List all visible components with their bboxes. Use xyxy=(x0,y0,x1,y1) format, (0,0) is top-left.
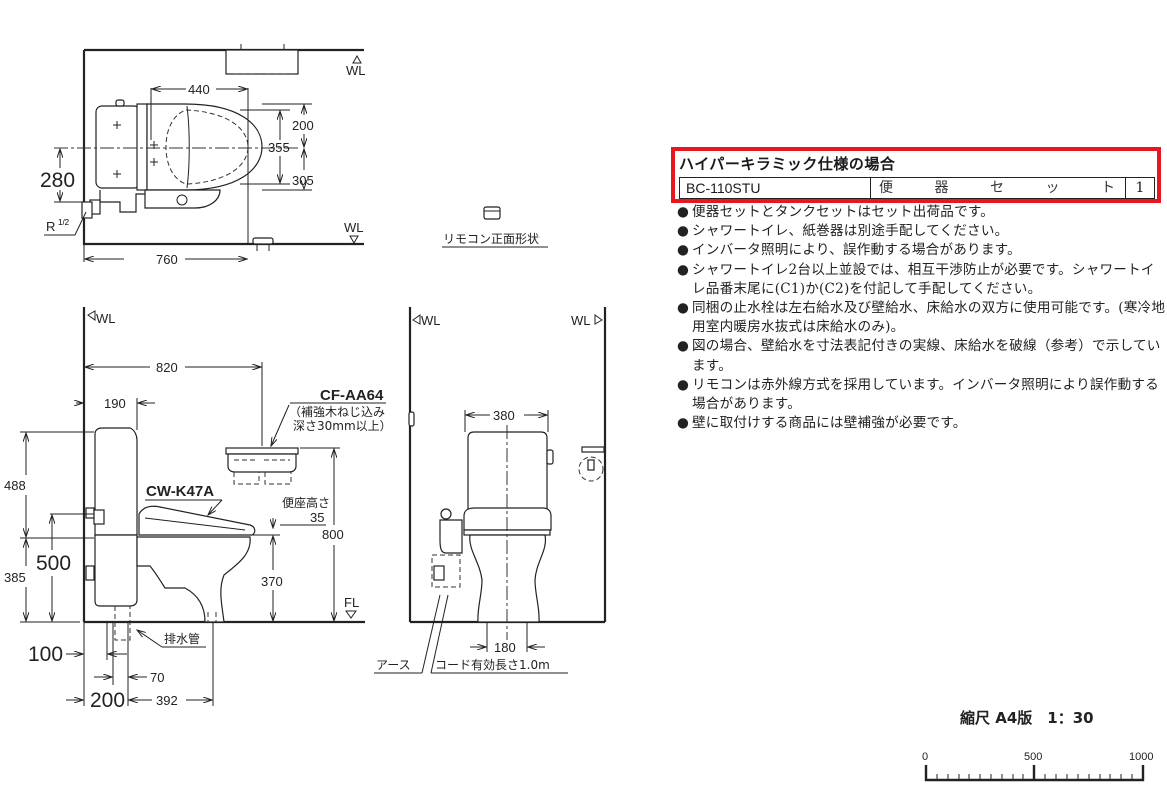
dim-355: 355 xyxy=(268,140,290,155)
dim-190: 190 xyxy=(104,396,126,411)
paper-holder-note-2: 深さ30mm以上） xyxy=(293,419,392,433)
note-item: ●図の場合、壁給水を寸法表記付きの実線、床給水を破線（参考）で示しています。 xyxy=(677,338,1161,374)
bullet-icon: ● xyxy=(677,300,690,317)
spec-name-char: ッ xyxy=(1045,180,1060,196)
spec-name-char: ト xyxy=(1101,180,1115,196)
bullet-icon: ● xyxy=(677,338,690,355)
drain-label: 排水管 xyxy=(164,631,200,646)
spec-box: ハイパーキラミック仕様の場合 BC-110STU 便 器 セ ッ ト 1 xyxy=(671,147,1161,203)
spec-model: BC-110STU xyxy=(680,178,871,198)
dim-200: 200 xyxy=(292,118,314,133)
dim-370: 370 xyxy=(261,574,283,589)
front-wl-right: WL xyxy=(571,313,591,328)
side-fl: FL xyxy=(344,595,359,610)
side-view: WL FL 820 190 CF-AA64 （補強木ねじ込み xyxy=(4,307,392,712)
side-wl: WL xyxy=(96,311,116,326)
bullet-icon: ● xyxy=(677,242,690,259)
bullet-icon: ● xyxy=(677,204,690,220)
earth-label: アース xyxy=(376,658,411,672)
plan-wl-bottom: WL xyxy=(344,220,364,235)
dim-380: 380 xyxy=(493,408,515,423)
bullet-icon: ● xyxy=(677,261,690,278)
note-item: ●壁に取付けする商品には壁補強が必要です。 xyxy=(677,414,1167,433)
front-view: WL WL 380 180 アース xyxy=(374,307,607,674)
scale-bar: 0 500 1000 xyxy=(922,751,1153,782)
dim-500: 500 xyxy=(36,552,71,575)
spec-table: BC-110STU 便 器 セ ッ ト 1 xyxy=(679,177,1155,199)
dim-440: 440 xyxy=(188,82,210,97)
seat-model: CW-K47A xyxy=(146,483,214,500)
plan-wl-top: WL xyxy=(346,63,366,78)
scale-tick-1000: 1000 xyxy=(1129,751,1153,763)
scale-tick-0: 0 xyxy=(922,751,928,763)
paper-holder-model: CF-AA64 xyxy=(320,387,384,404)
remote-label: リモコン正面形状 xyxy=(443,232,539,246)
scale-title: 縮尺 A4版 1：30 xyxy=(960,709,1094,727)
spec-name-char: 器 xyxy=(934,180,949,196)
dim-800: 800 xyxy=(322,527,344,542)
seat-height-label: 便座高さ xyxy=(282,495,330,510)
spec-name-char: 便 xyxy=(879,180,893,196)
dim-180: 180 xyxy=(494,640,516,655)
notes-list: ●便器セットとタンクセットはセット出荷品です。 ●シャワートイレ、紙巻器は別途手… xyxy=(677,203,1167,433)
spec-title: ハイパーキラミック仕様の場合 xyxy=(679,155,896,173)
dim-820: 820 xyxy=(156,360,178,375)
pipe-size-frac: 1/2 xyxy=(58,218,70,227)
scale-tick-500: 500 xyxy=(1024,751,1042,763)
spec-qty: 1 xyxy=(1135,180,1145,196)
remote-shape: リモコン正面形状 xyxy=(442,206,548,248)
dim-35: 35 xyxy=(310,510,324,525)
plan-view: WL WL 440 20 xyxy=(40,44,366,267)
dim-385: 385 xyxy=(4,570,26,585)
dim-200: 200 xyxy=(90,689,125,712)
dim-100: 100 xyxy=(28,643,63,666)
dim-280: 280 xyxy=(40,169,75,192)
paper-holder-note-1: （補強木ねじ込み xyxy=(289,405,385,419)
bullet-icon: ● xyxy=(677,223,690,240)
cord-label: コード有効長さ1.0m xyxy=(435,657,550,672)
dim-70: 70 xyxy=(150,670,164,685)
note-item: ●シャワートイレ2台以上並設では、相互干渉防止が必要です。シャワートイレ品番末尾… xyxy=(677,261,1155,297)
note-item: ●シャワートイレ、紙巻器は別途手配してください。 xyxy=(677,222,1167,241)
dim-760: 760 xyxy=(156,252,178,267)
bullet-icon: ● xyxy=(677,415,690,432)
pipe-size-r: R xyxy=(46,219,55,234)
dim-305: 305 xyxy=(292,173,314,188)
front-wl-left: WL xyxy=(421,313,441,328)
spec-name: 便 器 セ ッ ト xyxy=(871,178,1126,198)
dim-488: 488 xyxy=(4,478,26,493)
bullet-icon: ● xyxy=(677,376,690,393)
dim-392: 392 xyxy=(156,693,178,708)
spec-name-char: セ xyxy=(990,180,1004,196)
note-item: ●同梱の止水栓は左右給水及び壁給水、床給水の双方に使用可能です。(寒冷地用室内暖… xyxy=(677,300,1166,336)
note-item: ●インバータ照明により、誤作動する場合があります。 xyxy=(677,241,1167,260)
note-item: ●便器セットとタンクセットはセット出荷品です。 xyxy=(677,203,1167,222)
note-item: ●リモコンは赤外線方式を採用しています。インバータ照明により誤作動する場合があり… xyxy=(677,376,1159,413)
